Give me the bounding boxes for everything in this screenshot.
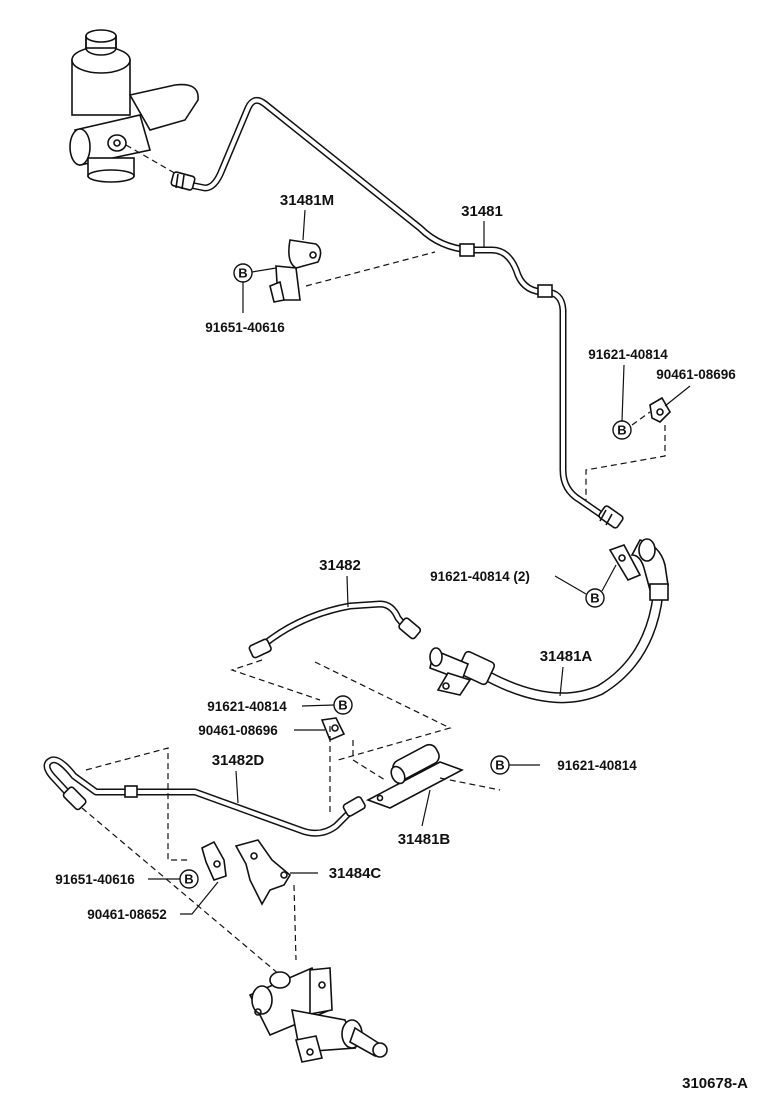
svg-text:B: B (495, 758, 504, 773)
label-clip-90461-mid: 90461-08696 (198, 723, 278, 738)
figure-id: 310678-A (682, 1075, 748, 1092)
label-31481A: 31481A (540, 648, 593, 665)
bolt-badge-b-5: B (490, 755, 510, 775)
label-bolt-91621-top: 91621-40814 (588, 347, 668, 362)
label-31481M: 31481M (280, 192, 334, 209)
clutch-pipe-31482 (248, 600, 422, 659)
label-clip-90461-top: 90461-08696 (656, 367, 736, 382)
bracket-31481B (366, 743, 464, 809)
label-31484C: 31484C (329, 865, 382, 882)
label-31481B: 31481B (398, 831, 451, 848)
pipe-clamp-right (649, 396, 671, 423)
label-bolt-91651-top: 91651-40616 (205, 320, 285, 335)
label-31482: 31482 (319, 557, 361, 574)
svg-text:B: B (184, 872, 193, 887)
label-bolt-91651-low: 91651-40616 (55, 872, 135, 887)
clutch-pipe-31481 (170, 96, 624, 529)
label-bolt-91621-mid: 91621-40814 (207, 699, 287, 714)
bracket-31484C (234, 839, 292, 906)
bolt-badge-b-2: B (612, 420, 632, 440)
svg-text:B: B (590, 591, 599, 606)
bolt-badge-b-1: B (233, 263, 253, 283)
pipe-clamp-lower (201, 840, 227, 881)
label-bolt-91621-right: 91621-40814 (557, 758, 637, 773)
bolt-badge-b-6: B (179, 869, 199, 889)
bolt-badge-b-4: B (333, 695, 353, 715)
svg-text:B: B (617, 423, 626, 438)
label-31482D: 31482D (212, 752, 265, 769)
bolt-badge-b-3: B (585, 588, 605, 608)
clutch-hose-31481A (429, 538, 669, 704)
svg-text:B: B (238, 266, 247, 281)
clutch-pipe-31482D (43, 756, 366, 837)
clutch-master-cylinder (69, 29, 199, 183)
label-clip-90461-08652: 90461-08652 (87, 907, 167, 922)
pipe-clamp-mid (320, 717, 346, 742)
svg-text:B: B (338, 698, 347, 713)
bracket-31481M (269, 239, 322, 303)
clutch-release-cylinder (248, 966, 388, 1063)
label-31481: 31481 (461, 203, 503, 220)
label-bolt-91621-x2: 91621-40814 (2) (430, 569, 530, 584)
